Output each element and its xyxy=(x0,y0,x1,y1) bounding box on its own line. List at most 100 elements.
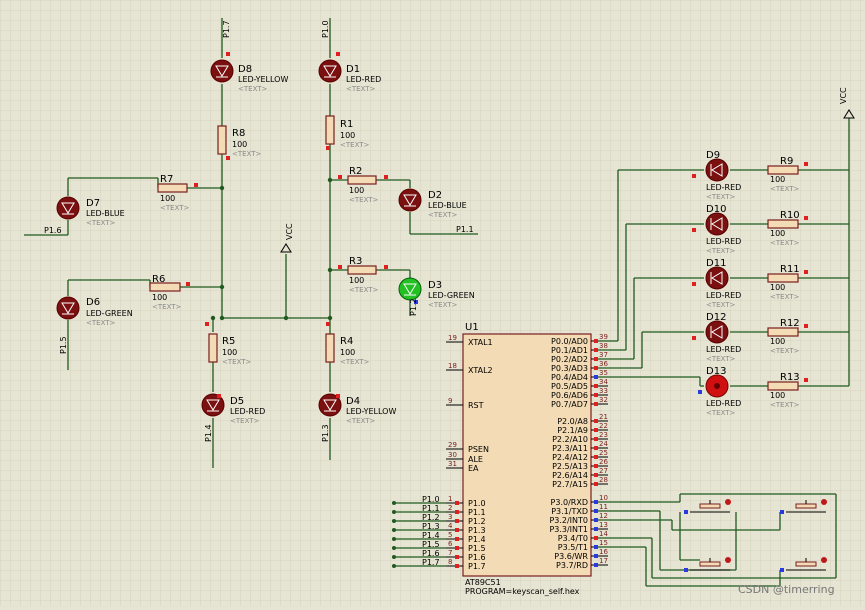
mcu-pin-number: 18 xyxy=(448,362,457,370)
mcu-pin-number: 13 xyxy=(599,521,608,529)
mcu-pin-number: 1 xyxy=(448,495,452,503)
push-button[interactable] xyxy=(684,557,731,572)
push-button[interactable] xyxy=(684,499,731,514)
pin-marker xyxy=(455,519,459,523)
resistor-r4[interactable]: R4 100 <TEXT> xyxy=(325,322,370,366)
mcu-pin-name: P0.1/AD1 xyxy=(551,346,588,355)
net-label-p15: P1.5 xyxy=(59,336,68,354)
led-type: LED-BLUE xyxy=(428,201,467,210)
pin-marker xyxy=(455,501,459,505)
push-button[interactable] xyxy=(780,557,827,572)
res-ref: R5 xyxy=(222,336,235,347)
res-ref: R11 xyxy=(780,264,800,275)
res-text: <TEXT> xyxy=(770,293,800,301)
pin-marker xyxy=(594,384,598,388)
res-value: 100 xyxy=(222,348,237,357)
led-type: LED-RED xyxy=(706,237,741,246)
resistor-r7[interactable]: R7 100 <TEXT> xyxy=(157,174,198,212)
mcu-pin-number: 2 xyxy=(448,504,452,512)
pin-marker xyxy=(594,366,598,370)
led-d3[interactable]: D3 LED-GREEN <TEXT> xyxy=(398,277,475,309)
led-ref: D4 xyxy=(346,396,360,407)
vcc-label-center: VCC xyxy=(285,223,294,240)
led-ref: D7 xyxy=(86,198,100,209)
mcu-pin-name: P3.1/TXD xyxy=(551,507,588,516)
mcu-pin-number: 34 xyxy=(599,378,608,386)
led-d2[interactable]: D2 LED-BLUE <TEXT> xyxy=(398,188,467,219)
net-label: P1.7 xyxy=(422,558,440,567)
led-d6[interactable]: D6 LED-GREEN <TEXT> xyxy=(56,296,133,327)
net-label: P1.4 xyxy=(422,531,440,540)
led-type: LED-RED xyxy=(230,407,265,416)
res-ref: R10 xyxy=(780,210,800,221)
push-button[interactable] xyxy=(780,499,827,514)
watermark: CSDN @timerring xyxy=(738,583,835,596)
resistor-r6[interactable]: R6 100 <TEXT> xyxy=(149,274,190,311)
led-text: <TEXT> xyxy=(86,319,116,327)
res-value: 100 xyxy=(152,293,167,302)
led-text: <TEXT> xyxy=(706,247,736,255)
led-type: LED-GREEN xyxy=(86,309,133,318)
mcu-pin-name: P1.7 xyxy=(468,562,486,571)
res-value: 100 xyxy=(340,348,355,357)
mcu-pin-number: 31 xyxy=(448,460,457,468)
mcu-u1[interactable]: U1 AT89C51 PROGRAM=keyscan_self.hex xyxy=(462,322,592,596)
led-ref: D1 xyxy=(346,64,360,75)
res-value: 100 xyxy=(349,276,364,285)
led-text: <TEXT> xyxy=(706,409,736,417)
mcu-pin-name: P0.2/AD2 xyxy=(551,355,588,364)
resistor-r8[interactable]: R8 100 <TEXT> xyxy=(217,125,262,160)
pin-marker xyxy=(594,339,598,343)
mcu-pin-name: P3.5/T1 xyxy=(558,543,588,552)
resistor-r2[interactable]: R2 100 <TEXT> xyxy=(338,166,388,204)
mcu-pin-name: P3.7/RD xyxy=(556,561,588,570)
resistor-r1[interactable]: R1 100 <TEXT> xyxy=(325,115,370,150)
led-ref: D13 xyxy=(706,366,726,377)
mcu-pin-number: 35 xyxy=(599,369,608,377)
res-ref: R9 xyxy=(780,156,793,167)
pin-marker xyxy=(594,500,598,504)
led-d5[interactable]: D5 LED-RED <TEXT> xyxy=(201,393,265,425)
net-label: P1.6 xyxy=(422,549,440,558)
res-text: <TEXT> xyxy=(340,141,370,149)
mcu-ref: U1 xyxy=(465,322,479,333)
mcu-pin-number: 30 xyxy=(448,451,457,459)
res-text: <TEXT> xyxy=(349,286,379,294)
mcu-pin-number: 6 xyxy=(448,540,453,548)
mcu-pin-number: 27 xyxy=(599,467,608,475)
led-ref: D6 xyxy=(86,297,100,308)
pin-marker xyxy=(594,554,598,558)
pin-marker xyxy=(594,402,598,406)
pin-marker xyxy=(594,527,598,531)
led-ref: D12 xyxy=(706,312,726,323)
mcu-program: PROGRAM=keyscan_self.hex xyxy=(465,587,580,596)
res-value: 100 xyxy=(770,229,785,238)
mcu-pin-number: 25 xyxy=(599,449,608,457)
mcu-pin-number: 37 xyxy=(599,351,608,359)
res-ref: R1 xyxy=(340,119,353,130)
led-type: LED-YELLOW xyxy=(238,75,288,84)
led-ref: D11 xyxy=(706,258,726,269)
vcc-terminal-center[interactable]: VCC xyxy=(280,223,294,253)
led-type: LED-BLUE xyxy=(86,209,125,218)
res-text: <TEXT> xyxy=(222,358,252,366)
left-wiring xyxy=(24,18,478,468)
vcc-label-right: VCC xyxy=(839,87,848,104)
led-d1[interactable]: D1 LED-RED <TEXT> xyxy=(318,52,381,93)
mcu-pin-name: P3.2/INT0 xyxy=(549,516,588,525)
led-d8[interactable]: D8 LED-YELLOW <TEXT> xyxy=(210,52,288,93)
pin-marker xyxy=(594,482,598,486)
led-d4[interactable]: D4 LED-YELLOW <TEXT> xyxy=(318,393,396,425)
resistor-r5[interactable]: R5 100 <TEXT> xyxy=(205,322,252,366)
resistor-r3[interactable]: R3 100 <TEXT> xyxy=(338,256,388,294)
led-d7[interactable]: D7 LED-BLUE <TEXT> xyxy=(56,196,125,227)
